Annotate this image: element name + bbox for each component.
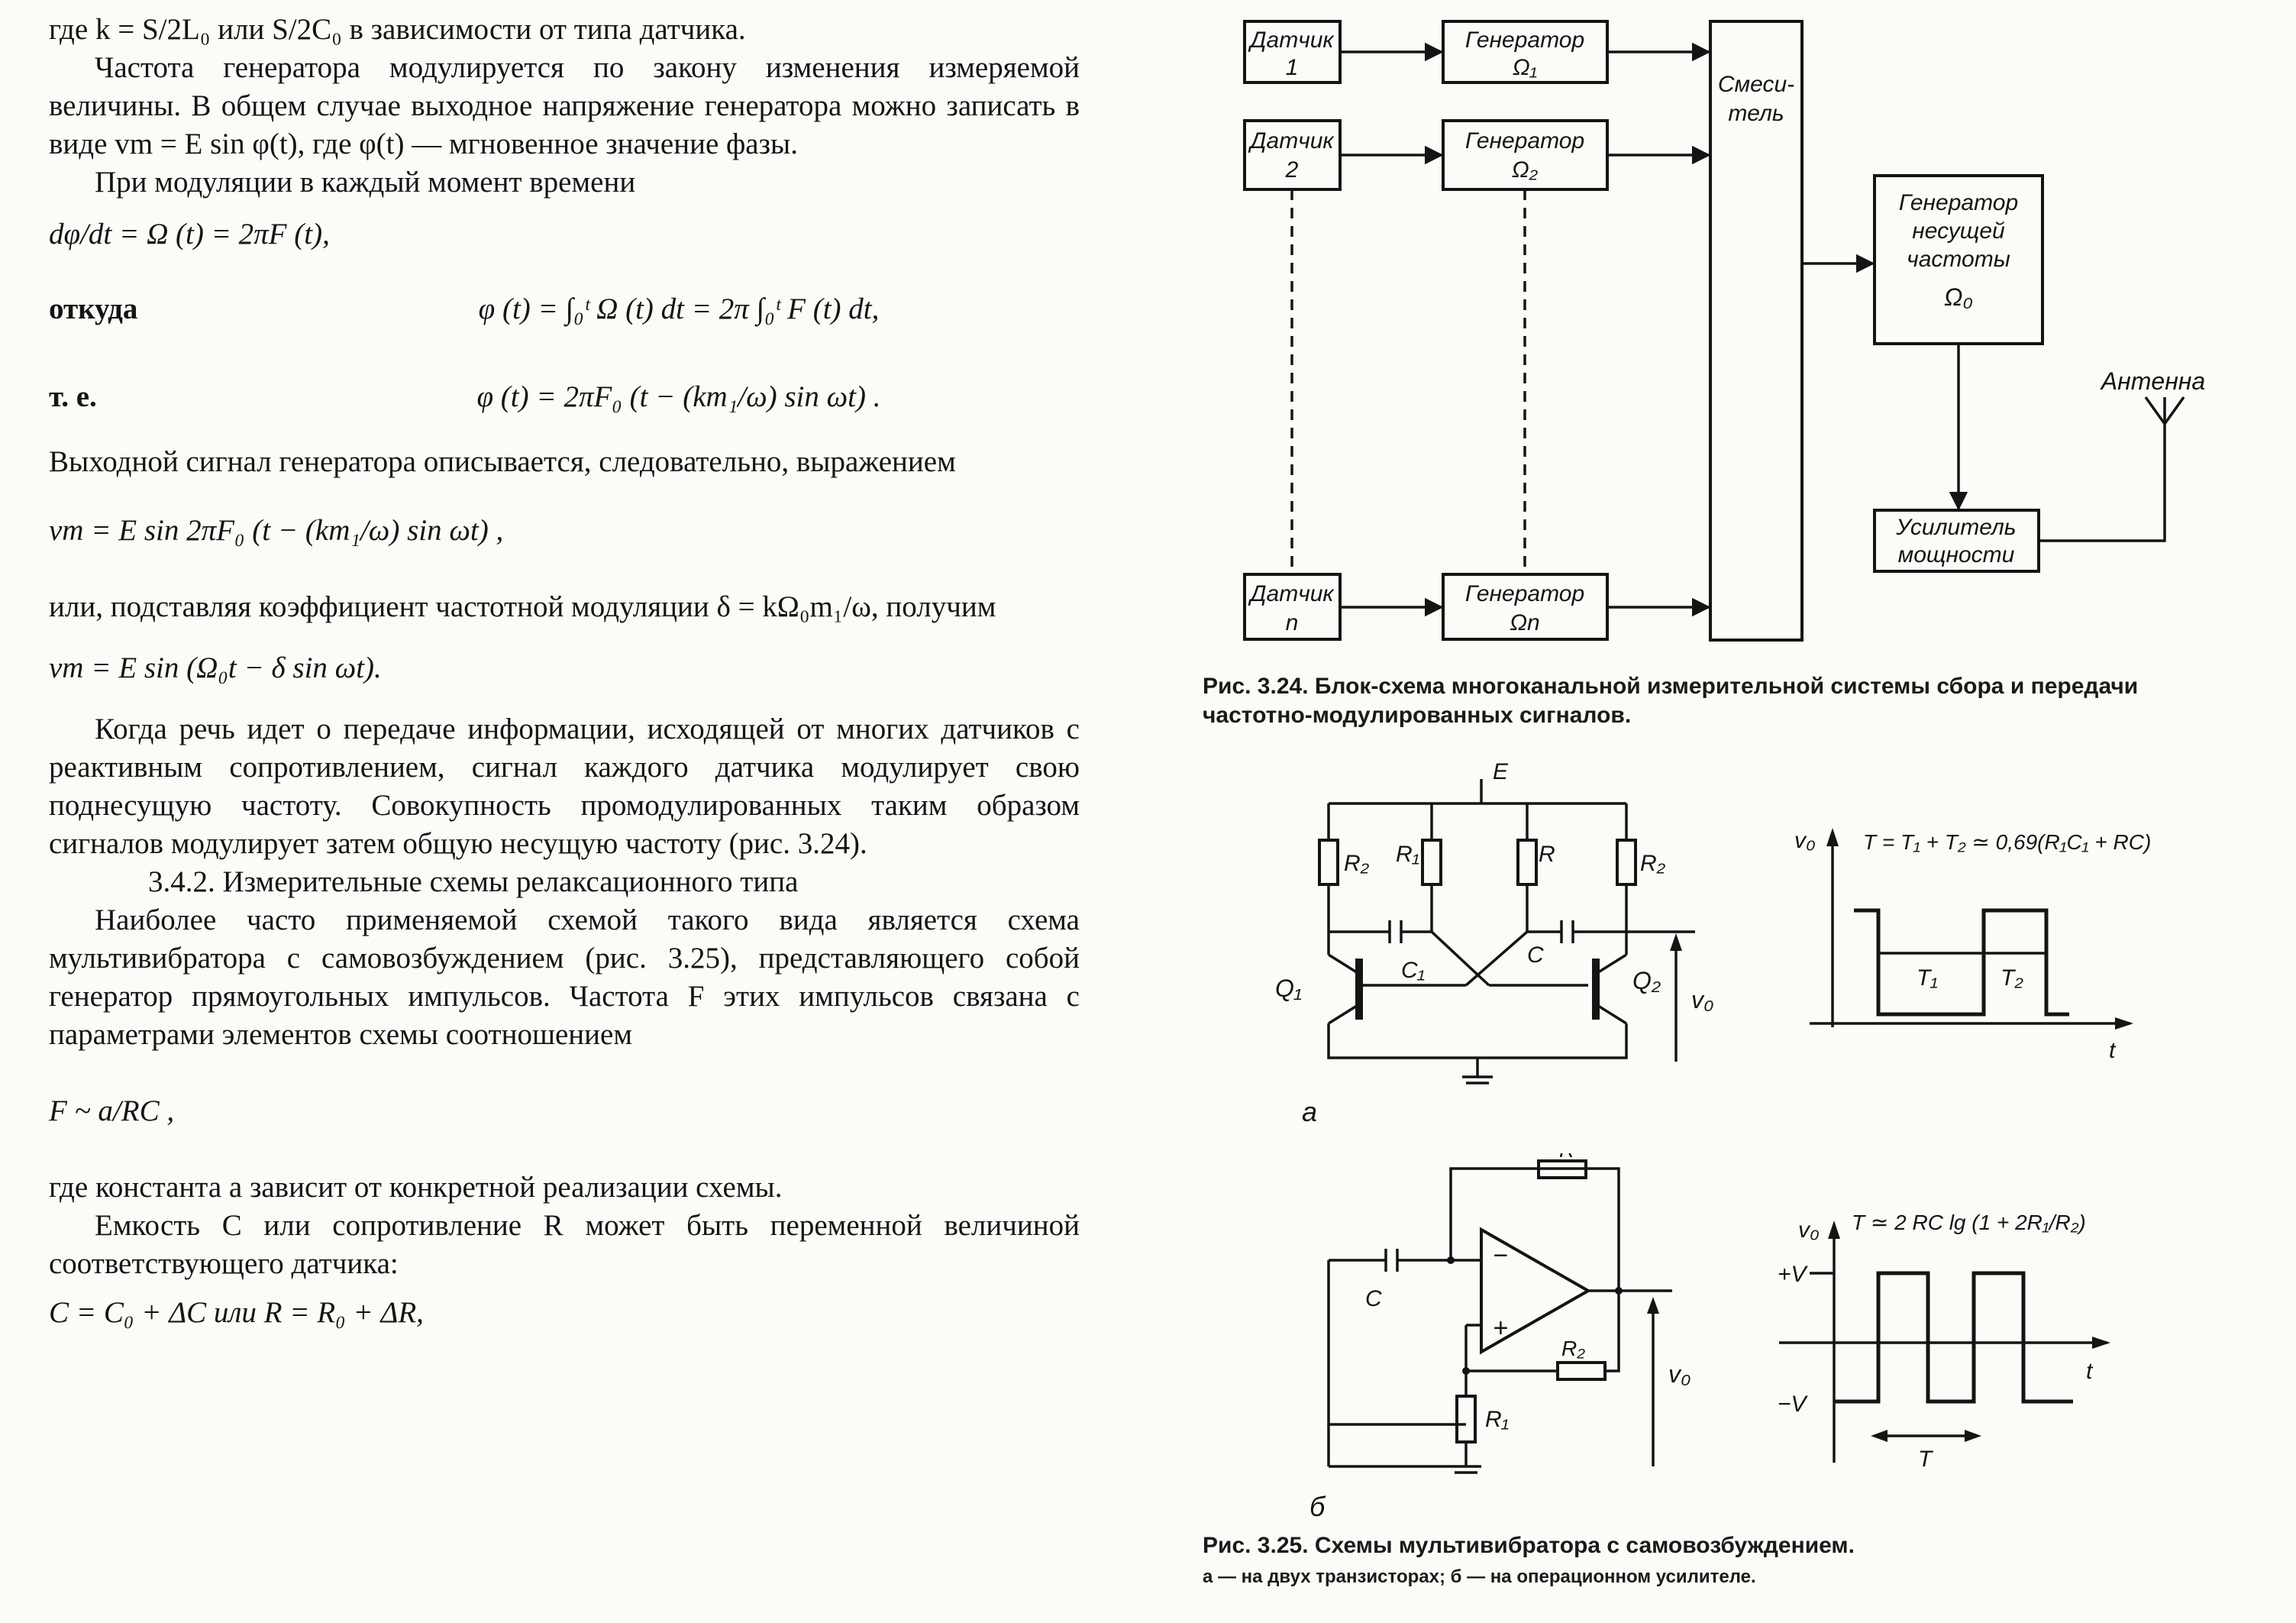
waveform-a-T1-label: T₁ bbox=[1917, 965, 1938, 991]
carrier-label-2: несущей bbox=[1912, 218, 2005, 244]
formula-row-phi: откуда φ (t) = ∫₀ᵗ Ω (t) dt = 2π ∫₀ᵗ F (… bbox=[49, 267, 1080, 351]
formula-phi-integral: φ (t) = ∫₀ᵗ Ω (t) dt = 2π ∫₀ᵗ F (t) dt, bbox=[478, 293, 880, 325]
resistor-R2-left-label: R₂ bbox=[1344, 851, 1370, 876]
block-diagram-figure: Датчик 1 Датчик 2 Датчик n Генератор Ω₁ … bbox=[1243, 20, 2205, 642]
power-amplifier-block: Усилитель мощности bbox=[1873, 509, 2040, 573]
antenna-label: Антенна bbox=[2100, 367, 2205, 395]
output-vo-label: v₀ bbox=[1691, 986, 1713, 1014]
opamp-C-label: C bbox=[1365, 1286, 1382, 1311]
subfigure-b-label: б bbox=[1309, 1491, 1326, 1522]
generator-2-block: Генератор Ω₂ bbox=[1442, 119, 1609, 191]
sensor-1-block: Датчик 1 bbox=[1243, 20, 1342, 84]
formula-phi-expanded: φ (t) = 2πF₀ (t − (km₁/ω) sin ωt) . bbox=[476, 380, 881, 413]
section-heading: 3.4.2. Измерительные схемы релаксационно… bbox=[148, 865, 799, 898]
lead-otkuda: откуда bbox=[49, 293, 138, 325]
generator-2-label: Генератор bbox=[1465, 128, 1584, 154]
feedback-R-label: R bbox=[1559, 1153, 1574, 1162]
resistor-R-label: R bbox=[1539, 842, 1555, 867]
waveform-a-formula: T = T₁ + T₂ ≃ 0,69(R₁C₁ + RC) bbox=[1863, 830, 2151, 854]
opamp-R2-label: R₂ bbox=[1561, 1337, 1585, 1360]
sensor-1-number: 1 bbox=[1286, 55, 1299, 80]
figure-3-24-caption: Рис. 3.24. Блок-схема многоканальной изм… bbox=[1203, 674, 2139, 728]
paragraph-3: При модуляции в каждый момент времени bbox=[95, 166, 636, 199]
formula-C-R: C = C₀ + ΔC или R = R₀ + ΔR, bbox=[49, 1296, 424, 1329]
waveform-b-minus-V: −V bbox=[1778, 1392, 1809, 1417]
carrier-label-3: частоты bbox=[1907, 247, 2010, 272]
amplifier-label-1: Усилитель bbox=[1895, 515, 2016, 540]
generator-1-block: Генератор Ω₁ bbox=[1442, 20, 1609, 84]
sensor-2-label: Датчик bbox=[1248, 128, 1335, 154]
mixer-label-2: тель bbox=[1728, 101, 1784, 126]
generator-n-label: Генератор bbox=[1465, 581, 1584, 606]
resistor-R2-right-label: R₂ bbox=[1640, 851, 1666, 876]
resistor-R1-label: R₁ bbox=[1396, 842, 1419, 867]
waveform-b-axis-t: t bbox=[2086, 1359, 2094, 1384]
capacitor-C1-label: C₁ bbox=[1401, 958, 1425, 983]
sensor-2-block: Датчик 2 bbox=[1243, 119, 1342, 191]
formula-row-te: т. е. φ (t) = 2πF₀ (t − (km₁/ω) sin ωt) … bbox=[49, 351, 1080, 443]
generator-n-block: Генератор Ωn bbox=[1442, 573, 1609, 641]
left-column: где k = S/2L₀ или S/2C₀ в зависимости от… bbox=[49, 11, 1080, 1332]
paragraph-5: или, подставляя коэффициент частотной мо… bbox=[49, 590, 996, 623]
paragraph-1: где k = S/2L₀ или S/2C₀ в зависимости от… bbox=[49, 13, 746, 46]
waveform-a-axis-v: v₀ bbox=[1794, 828, 1816, 853]
waveform-b-formula: T ≃ 2 RC lg (1 + 2R₁/R₂) bbox=[1852, 1211, 2086, 1234]
paragraph-9: Емкость C или сопротивление R может быть… bbox=[49, 1209, 1080, 1280]
generator-n-freq: Ωn bbox=[1510, 610, 1540, 635]
subfigure-a-label: a bbox=[1302, 1096, 1317, 1127]
paragraph-4: Выходной сигнал генератора описывается, … bbox=[49, 445, 956, 478]
lead-te: т. е. bbox=[49, 380, 97, 413]
opamp-output-vo-label: v₀ bbox=[1668, 1360, 1691, 1388]
waveform-a-axis-t: t bbox=[2109, 1038, 2117, 1063]
generator-1-label: Генератор bbox=[1465, 27, 1584, 53]
carrier-generator-block: Генератор несущей частоты Ω₀ bbox=[1873, 174, 2044, 345]
formula-F: F ~ a/RC , bbox=[49, 1094, 175, 1127]
transistor-Q1-label: Q₁ bbox=[1275, 975, 1302, 1002]
paragraph-7: Наиболее часто применяемой схемой такого… bbox=[49, 904, 1080, 1051]
waveform-a-chart: v₀ t T = T₁ + T₂ ≃ 0,69(R₁C₁ + RC) T₁ T₂ bbox=[1794, 828, 2151, 1063]
sensor-n-number: n bbox=[1286, 610, 1299, 635]
sensor-n-block: Датчик n bbox=[1243, 573, 1342, 641]
waveform-b-chart: v₀ t T ≃ 2 RC lg (1 + 2R₁/R₂) +V −V T bbox=[1778, 1211, 2110, 1472]
mixer-label-1: Смеси- bbox=[1718, 72, 1794, 97]
waveform-b-axis-v: v₀ bbox=[1798, 1217, 1820, 1243]
formula-vm-1: vm = E sin 2πF₀ (t − (km₁/ω) sin ωt) , bbox=[49, 514, 504, 547]
opamp-minus-label: − bbox=[1493, 1241, 1508, 1270]
mixer-block: Смеси- тель bbox=[1709, 20, 1804, 642]
opamp-plus-label: + bbox=[1493, 1314, 1508, 1343]
waveform-a-T2-label: T₂ bbox=[2001, 965, 2023, 991]
paragraph-6: Когда речь идет о передаче информации, и… bbox=[49, 713, 1080, 860]
sensor-n-label: Датчик bbox=[1248, 581, 1335, 606]
figure-3-25-subcaption: а — на двух транзисторах; б — на операци… bbox=[1203, 1566, 1756, 1587]
sensor-2-number: 2 bbox=[1285, 157, 1299, 183]
supply-E-label: E bbox=[1493, 759, 1509, 784]
opamp-R1-label: R₁ bbox=[1485, 1407, 1509, 1432]
generator-2-freq: Ω₂ bbox=[1512, 157, 1539, 183]
carrier-label-1: Генератор bbox=[1899, 190, 2018, 215]
sensor-1-label: Датчик bbox=[1248, 27, 1335, 53]
waveform-b-plus-V: +V bbox=[1778, 1262, 1809, 1287]
amplifier-label-2: мощности bbox=[1898, 542, 2015, 567]
antenna-icon bbox=[2039, 396, 2185, 542]
generator-1-freq: Ω₁ bbox=[1513, 55, 1537, 80]
paragraph-2: Частота генератора модулируется по закон… bbox=[49, 51, 1080, 160]
opamp-multivibrator-circuit: R − + C R₂ R₁ v₀ б bbox=[1309, 1153, 1691, 1522]
paragraph-8: где константа a зависит от конкретной ре… bbox=[49, 1171, 783, 1204]
waveform-b-period-T: T bbox=[1918, 1447, 1934, 1472]
transistor-Q2-label: Q₂ bbox=[1632, 967, 1661, 994]
carrier-label-4: Ω₀ bbox=[1944, 283, 1973, 311]
figure-3-25-caption: Рис. 3.25. Схемы мультивибратора с самов… bbox=[1203, 1533, 1855, 1558]
capacitor-C-label: C bbox=[1527, 942, 1544, 968]
transistor-multivibrator-circuit: E R₂ R₁ R R₂ C₁ C Q₁ Q₂ v₀ a bbox=[1275, 759, 1713, 1127]
formula-vm-2: vm = E sin (Ω₀t − δ sin ωt). bbox=[49, 651, 382, 684]
formula-dphi: dφ/dt = Ω (t) = 2πF (t), bbox=[49, 218, 330, 251]
